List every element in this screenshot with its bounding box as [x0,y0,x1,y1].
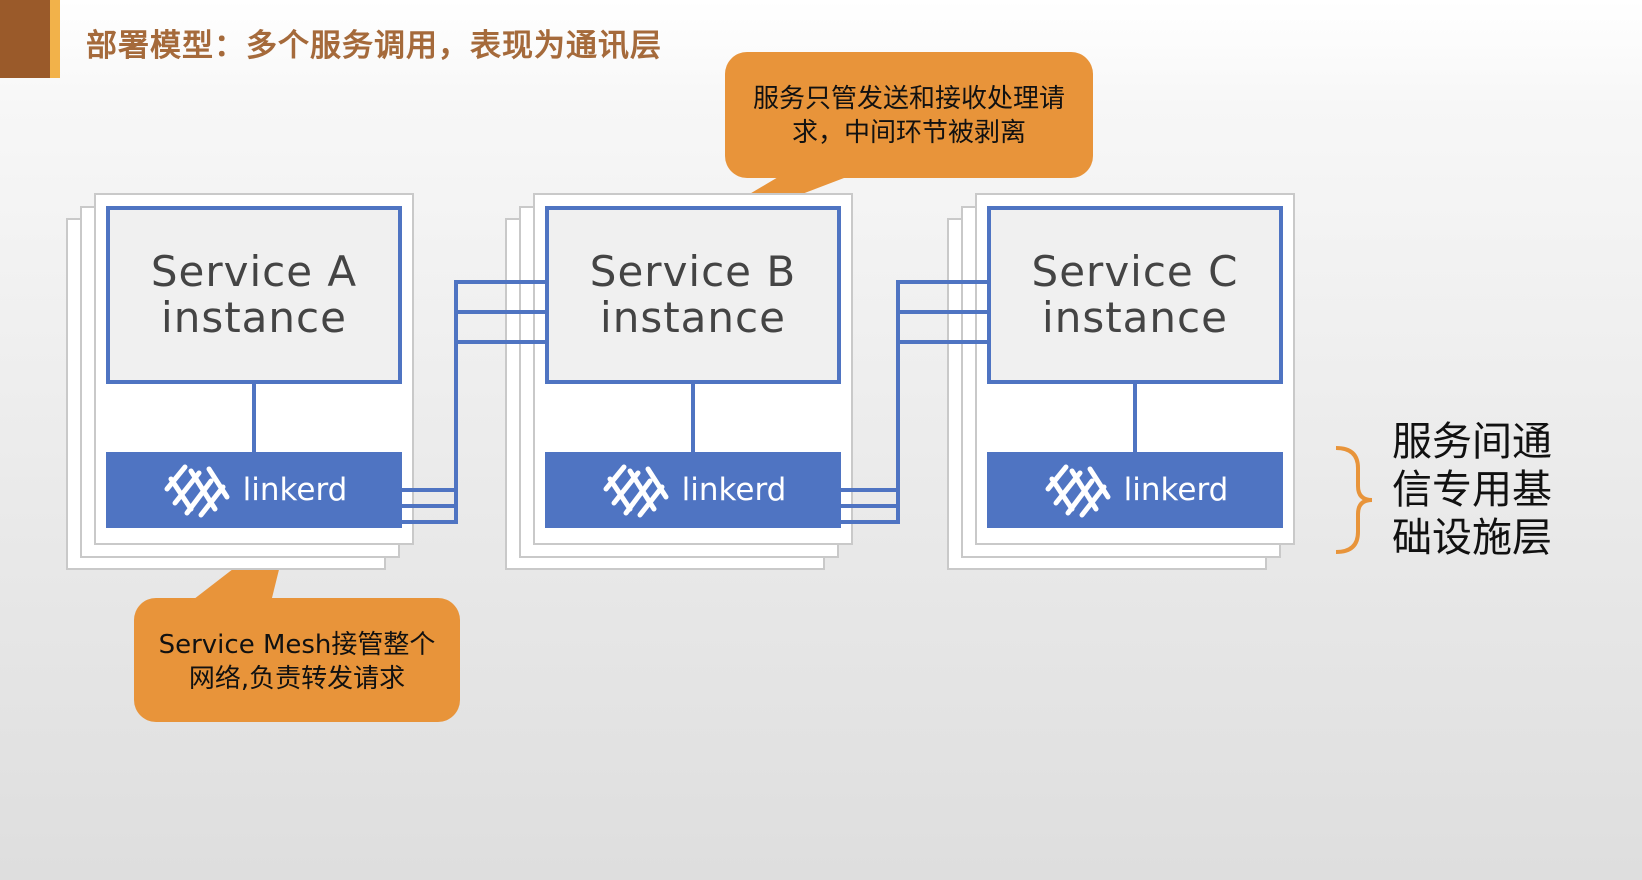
instance-proxy-link [1133,384,1137,452]
proxy-label: linkerd [242,472,348,508]
service-c-instance-box: Service C instance [987,206,1283,384]
service-b-instance-box: Service B instance [545,206,841,384]
service-a-proxy: linkerd [106,452,402,528]
linkerd-logo-icon [603,464,669,518]
callout-top-text: 服务只管发送和接收处理请 求，中间环节被剥离 [752,84,1065,148]
service-c-proxy: linkerd [987,452,1283,528]
proxy-label: linkerd [681,472,787,508]
service-a-instance-box: Service A instance [106,206,402,384]
proxy-label: linkerd [1123,472,1229,508]
service-instance-label: instance [1042,293,1228,342]
callout-bottom-text: Service Mesh接管整个 网络,负责转发请求 [158,630,436,694]
title-accent-stripe [50,0,60,78]
infrastructure-layer-label: 服务间通信专用基础设施层 [1392,419,1552,561]
service-instance-label: instance [600,293,786,342]
service-name: Service B [589,247,797,296]
curly-brace-icon [1335,446,1373,554]
linkerd-logo-icon [1045,464,1111,518]
service-name: Service C [1031,247,1239,296]
instance-proxy-link [252,384,256,452]
service-b-proxy: linkerd [545,452,841,528]
title-accent-bar [0,0,50,78]
linkerd-logo-icon [164,464,230,518]
instance-proxy-link [691,384,695,452]
service-name: Service A [150,247,358,296]
page-title: 部署模型：多个服务调用，表现为通讯层 [86,28,662,64]
service-instance-label: instance [161,293,347,342]
